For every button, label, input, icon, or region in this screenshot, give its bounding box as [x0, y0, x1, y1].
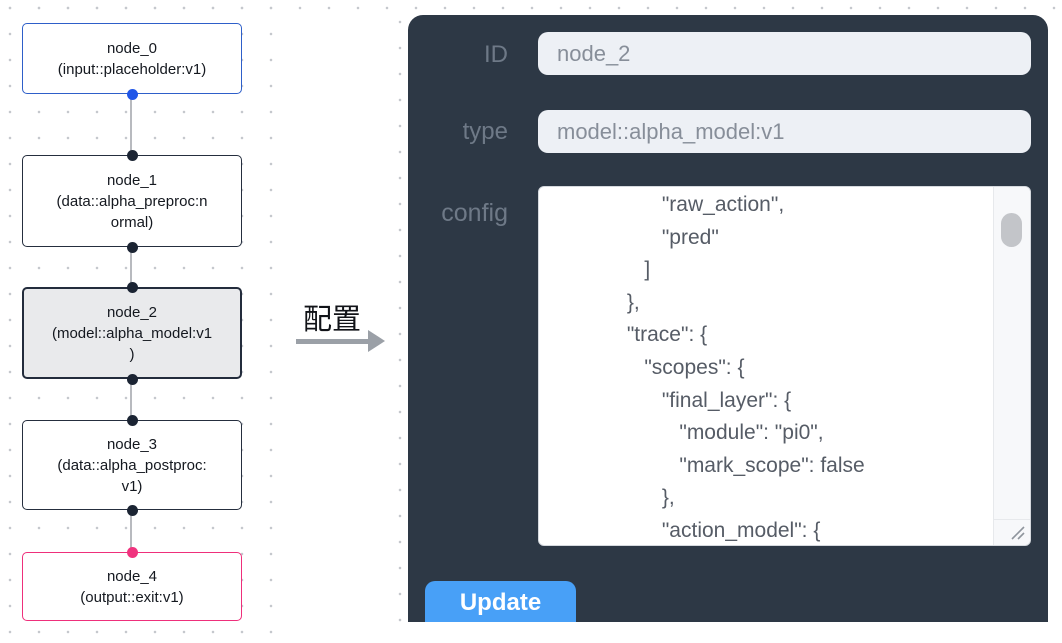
node-node_4[interactable]: node_4 (output::exit:v1) [22, 552, 242, 621]
node-label: node_2 (model::alpha_model:v1 ) [51, 303, 213, 363]
edge-node3-node4 [130, 510, 132, 552]
scrollbar-separator [993, 187, 994, 545]
canvas-dot-grid-panel-margin [396, 14, 404, 622]
edge-node1-node2 [130, 247, 132, 287]
node-node_2-selected[interactable]: node_2 (model::alpha_model:v1 ) [22, 287, 242, 379]
node_1-output-port[interactable] [127, 241, 138, 253]
edge-node2-node3 [130, 379, 132, 420]
scrollbar-thumb[interactable] [1001, 213, 1022, 247]
node-label: node_1 (data::alpha_preproc:n ormal) [56, 171, 208, 231]
node_1-input-port[interactable] [127, 149, 138, 161]
node-node_3[interactable]: node_3 (data::alpha_postproc: v1) [22, 420, 242, 510]
config-textarea[interactable]: "raw_action", "pred" ] }, "trace": { "sc… [538, 186, 1031, 546]
node_3-input-port[interactable] [127, 414, 138, 426]
resize-handle-icon[interactable] [1008, 523, 1026, 541]
config-annotation-label: 配置 [302, 304, 361, 336]
id-field-label: ID [484, 41, 508, 68]
config-field-label: config [441, 199, 508, 227]
canvas-dot-grid-top [0, 0, 1062, 14]
scrollbar-corner-separator [994, 519, 1030, 520]
node-config-panel: ID type config "raw_action", "pred" ] },… [408, 15, 1048, 622]
right-arrow-head-icon [368, 330, 385, 352]
node-label: node_4 (output::exit:v1) [80, 567, 184, 606]
node_2-output-port[interactable] [127, 373, 138, 385]
id-input[interactable] [538, 32, 1031, 75]
node_2-input-port[interactable] [127, 281, 138, 293]
type-input[interactable] [538, 110, 1031, 153]
node_0-output-port[interactable] [127, 88, 138, 100]
node_3-output-port[interactable] [127, 504, 138, 516]
node-node_0[interactable]: node_0 (input::placeholder:v1) [22, 23, 242, 94]
update-button[interactable]: Update [425, 581, 576, 622]
edge-node0-node1 [130, 94, 132, 155]
node_4-input-port[interactable] [127, 546, 138, 558]
config-json-text: "raw_action", "pred" ] }, "trace": { "sc… [626, 193, 865, 542]
type-field-label: type [462, 118, 508, 145]
node-label: node_0 (input::placeholder:v1) [57, 39, 207, 78]
node-node_1[interactable]: node_1 (data::alpha_preproc:n ormal) [22, 155, 242, 247]
right-arrow-icon [296, 339, 370, 344]
node-label: node_3 (data::alpha_postproc: v1) [57, 435, 207, 495]
